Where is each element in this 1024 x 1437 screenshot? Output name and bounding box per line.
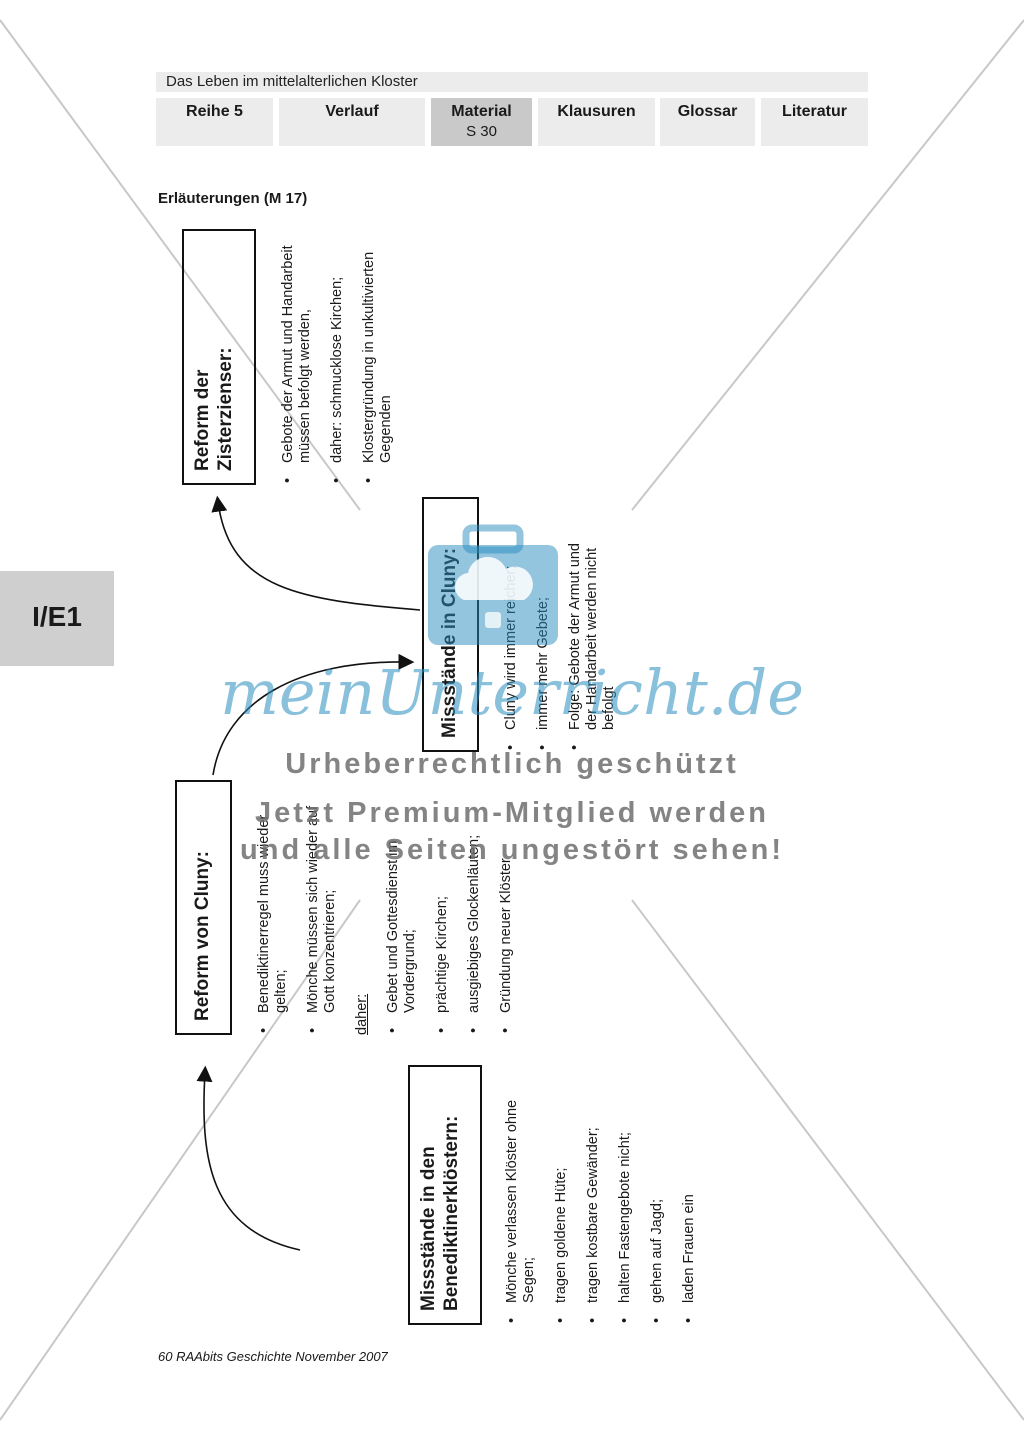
tab-page-number: S 30	[466, 123, 497, 140]
tab-label: Reihe 5	[186, 103, 243, 120]
tab-label: Glossar	[677, 103, 738, 120]
tab-label: Material	[451, 103, 512, 120]
page-footer: 60 RAAbits Geschichte November 2007	[158, 1349, 388, 1364]
arrow-to-reform-zisterzienser	[211, 495, 421, 611]
tab-material[interactable]: Material S 30	[431, 98, 532, 146]
document-title: Das Leben im mittelalterlichen Kloster	[166, 73, 418, 90]
section-heading: Erläuterungen (M 17)	[158, 190, 308, 207]
tab-reihe[interactable]: Reihe 5	[156, 98, 273, 146]
watermark-premium: Jetzt Premium-Mitglied werden	[254, 797, 769, 829]
arrow-to-missstaende-cluny	[212, 653, 415, 776]
watermark-logo: meinUnterricht.de	[220, 656, 804, 729]
arrow-to-reform-cluny	[196, 1065, 301, 1251]
document-title-bar: Das Leben im mittelalterlichen Kloster	[156, 72, 868, 92]
tab-label: Klausuren	[557, 103, 636, 120]
tab-klausuren[interactable]: Klausuren	[538, 98, 655, 146]
watermark-copyright: Urheberrechtlich geschützt	[285, 748, 739, 780]
tab-glossar[interactable]: Glossar	[660, 98, 755, 146]
side-section-label: I/E1	[32, 601, 82, 632]
tab-label: Verlauf	[325, 103, 379, 120]
tab-verlauf[interactable]: Verlauf	[279, 98, 425, 146]
watermark-cta: und alle Seiten ungestört sehen!	[240, 834, 784, 866]
side-section-tab: I/E1	[0, 571, 114, 666]
tab-label: Literatur	[782, 103, 847, 120]
tab-literatur[interactable]: Literatur	[761, 98, 868, 146]
